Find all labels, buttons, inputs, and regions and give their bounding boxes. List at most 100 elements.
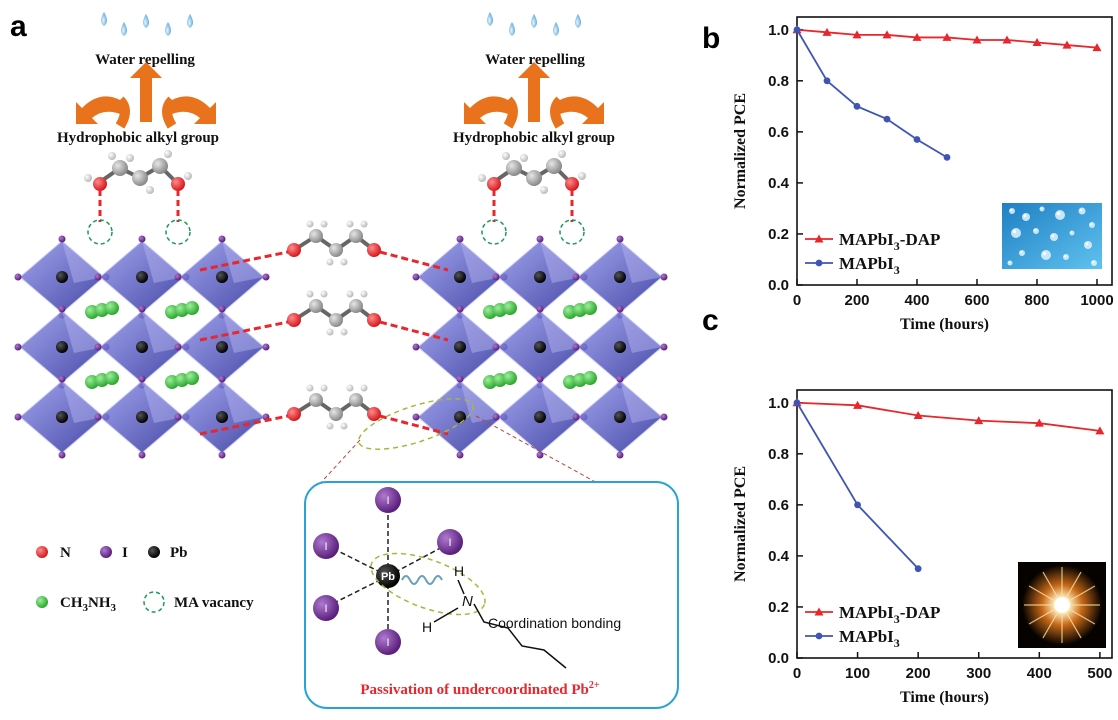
y-tick-label: 0.0 xyxy=(768,277,789,294)
data-point xyxy=(1092,43,1102,52)
pb-atom xyxy=(534,271,546,283)
inset-h-label-top: H xyxy=(454,563,464,579)
dap-bridge-molecule xyxy=(199,220,449,272)
i-atom xyxy=(262,273,270,281)
water-drop xyxy=(1069,230,1075,236)
octahedron xyxy=(14,375,110,459)
octahedron xyxy=(412,305,508,389)
panel-c-letter: c xyxy=(702,304,719,337)
pb-atom xyxy=(136,411,148,423)
data-point xyxy=(1032,38,1042,47)
repel-arrows-left xyxy=(76,62,216,129)
i-atom xyxy=(218,305,226,313)
droplet-icon xyxy=(531,14,537,28)
droplet-icon xyxy=(187,14,193,28)
inset-n-label: N xyxy=(462,593,473,610)
hydrophobic-label-right: Hydrophobic alkyl group xyxy=(453,130,615,146)
data-point xyxy=(913,411,923,420)
octahedron xyxy=(14,305,110,389)
x-axis-label: Time (hours) xyxy=(900,689,989,706)
pb-atom xyxy=(56,341,68,353)
inset-i-atom-lower-left xyxy=(313,595,339,621)
water-drop-highlight xyxy=(1012,229,1017,234)
water-drop xyxy=(1050,233,1058,241)
i-atom xyxy=(174,273,182,281)
x-tick-label: 600 xyxy=(964,292,989,309)
pb-atom xyxy=(534,411,546,423)
series-line xyxy=(796,401,1100,432)
water-drop xyxy=(1007,260,1013,266)
inset-i-label: I xyxy=(386,637,389,649)
legend-ch3nh3: CH3NH3 xyxy=(60,595,117,614)
i-atom xyxy=(174,343,182,351)
i-atom xyxy=(14,413,22,421)
y-tick-label: 0.4 xyxy=(768,175,790,192)
y-tick-label: 0.8 xyxy=(768,73,789,90)
water-drop-highlight xyxy=(1008,261,1011,264)
water-drop-highlight xyxy=(1090,223,1093,226)
alkyl-chain xyxy=(473,603,567,669)
i-atom xyxy=(218,235,226,243)
perovskite-lattice-left xyxy=(14,235,270,459)
data-point xyxy=(854,501,861,509)
droplet-icon xyxy=(509,22,515,36)
hydrophobic-label-left: Hydrophobic alkyl group xyxy=(57,130,219,146)
pb-atom-icon xyxy=(148,546,160,558)
pb-atom xyxy=(216,411,228,423)
i-atom xyxy=(138,375,146,383)
water-drop xyxy=(1091,260,1097,266)
x-tick-label: 800 xyxy=(1024,292,1049,309)
i-atom xyxy=(492,413,500,421)
x-tick-label: 100 xyxy=(845,665,870,682)
water-drop-highlight xyxy=(1085,242,1089,246)
y-tick-label: 0.2 xyxy=(768,226,789,243)
ma-cation xyxy=(85,301,119,319)
data-point xyxy=(882,30,892,39)
ma-cation xyxy=(85,371,119,389)
water-drop-highlight xyxy=(1070,231,1073,234)
water-drop xyxy=(1033,228,1039,234)
ma-vacancy-icon xyxy=(143,591,165,613)
x-tick-label: 400 xyxy=(1027,665,1052,682)
pb-atom xyxy=(454,341,466,353)
legend-label: MAPbI3 xyxy=(839,254,900,277)
water-drop xyxy=(1089,222,1095,228)
data-point xyxy=(1062,40,1072,49)
i-atom xyxy=(536,235,544,243)
water-droplets-left xyxy=(101,12,193,36)
legend-marker xyxy=(815,259,823,267)
water-repelling-label-left: Water repelling xyxy=(95,52,195,68)
dap-bridge-molecule xyxy=(199,384,449,436)
i-atom xyxy=(572,413,580,421)
octahedron xyxy=(94,375,190,459)
water-drop-highlight xyxy=(1092,261,1095,264)
dap-bridge-molecule xyxy=(199,290,449,342)
data-point xyxy=(912,32,922,41)
i-atom-icon xyxy=(100,546,112,558)
legend-marker xyxy=(814,234,824,243)
i-atom xyxy=(412,413,420,421)
i-atom xyxy=(616,235,624,243)
pb-atom xyxy=(534,341,546,353)
inset-frame xyxy=(304,481,679,709)
y-axis-label: Normalized PCE xyxy=(732,93,749,209)
legend-label: MAPbI3 xyxy=(839,627,900,650)
data-point xyxy=(942,32,952,41)
water-drop xyxy=(1084,241,1092,249)
i-atom xyxy=(660,343,668,351)
i-atom xyxy=(218,451,226,459)
i-atom xyxy=(58,305,66,313)
y-tick-label: 0.2 xyxy=(768,599,789,616)
data-point xyxy=(943,153,951,161)
inset-ellipse xyxy=(370,552,486,616)
dap-molecule-top-left xyxy=(84,150,192,245)
i-atom xyxy=(492,343,500,351)
water-drop-highlight xyxy=(1020,251,1023,254)
series-line xyxy=(796,29,948,159)
inset-i-label: I xyxy=(324,603,327,615)
legend-pb: Pb xyxy=(170,545,188,561)
pb-atom xyxy=(136,271,148,283)
x-axis-label: Time (hours) xyxy=(900,316,989,333)
